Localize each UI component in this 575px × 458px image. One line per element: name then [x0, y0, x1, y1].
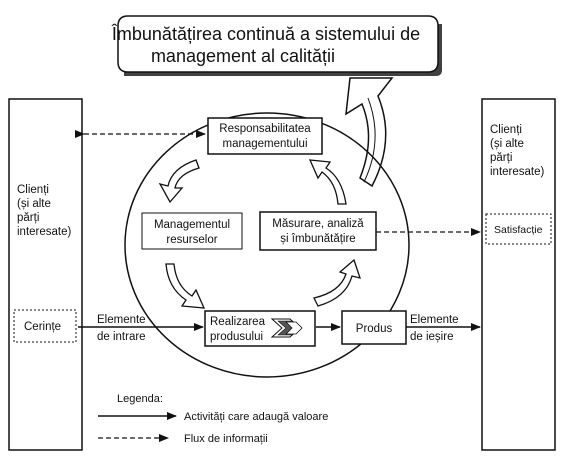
right-panel-line-4: interesate): [490, 166, 545, 178]
left-panel-line-2: (și alte: [17, 198, 51, 210]
resources-line-2: resurselor: [166, 234, 217, 246]
legend: Legenda: Activități care adaugă valoare …: [98, 393, 328, 445]
legend-solid-label: Activități care adaugă valoare: [184, 411, 328, 423]
satisfaction-label: Satisfacție: [494, 224, 543, 236]
chevron-stack-icon: [270, 318, 303, 338]
title-bubble: Îmbunătățirea continuă a sistemului de m…: [111, 15, 442, 76]
measurement-line-2: și îmbunătățire: [280, 233, 355, 245]
realization-line-2: produsului: [210, 331, 263, 343]
responsibility-line-2: managementului: [222, 138, 307, 150]
cycle-arrow-top-left: [158, 159, 200, 204]
legend-dashed-label: Flux de informații: [184, 433, 268, 445]
product-label: Produs: [356, 323, 393, 335]
left-panel-line-4: interesate): [17, 226, 72, 238]
right-panel-line-3: părți: [490, 152, 512, 164]
realization-line-1: Realizarea: [210, 316, 266, 328]
measurement-analysis-box: Măsurare, analiză și îmbunătățire: [259, 211, 377, 251]
resource-management-box: Managementul resurselor: [141, 212, 243, 250]
management-responsibility-box: Responsabilitatea managementului: [207, 117, 323, 155]
left-customers-panel: Clienți (și alte părți interesate) Cerin…: [8, 98, 83, 451]
right-panel-line-2: (și alte: [490, 138, 524, 150]
left-panel-line-3: părți: [17, 212, 39, 224]
product-realization-box: Realizarea produsului: [204, 310, 316, 347]
inputs-line-2: de intrare: [97, 331, 146, 343]
resources-line-1: Managementul: [154, 219, 230, 231]
product-box: Produs: [341, 310, 407, 345]
cycle-arrow-bottom-left: [165, 263, 206, 309]
measurement-line-1: Măsurare, analiză: [272, 218, 364, 230]
cycle-arrow-top-right: [308, 159, 347, 205]
outputs-line-2: de ieșire: [410, 331, 453, 343]
title-line-1: Îmbunătățirea continuă a sistemului de: [111, 24, 420, 44]
responsibility-line-1: Responsabilitatea: [219, 123, 311, 135]
improvement-big-arrow: [345, 77, 394, 188]
title-line-2: management al calității: [151, 46, 335, 66]
legend-title: Legenda:: [117, 393, 163, 405]
requirements-label: Cerințe: [24, 321, 61, 333]
left-panel-line-1: Clienți: [17, 184, 49, 196]
inputs-line-1: Elemente: [97, 314, 146, 326]
right-customers-panel: Clienți (și alte părți interesate) Satis…: [481, 98, 556, 451]
right-panel-line-1: Clienți: [490, 124, 522, 136]
outputs-line-1: Elemente: [410, 314, 459, 326]
cycle-arrow-bottom-right: [313, 258, 361, 307]
process-cycle-circle: [124, 112, 410, 378]
